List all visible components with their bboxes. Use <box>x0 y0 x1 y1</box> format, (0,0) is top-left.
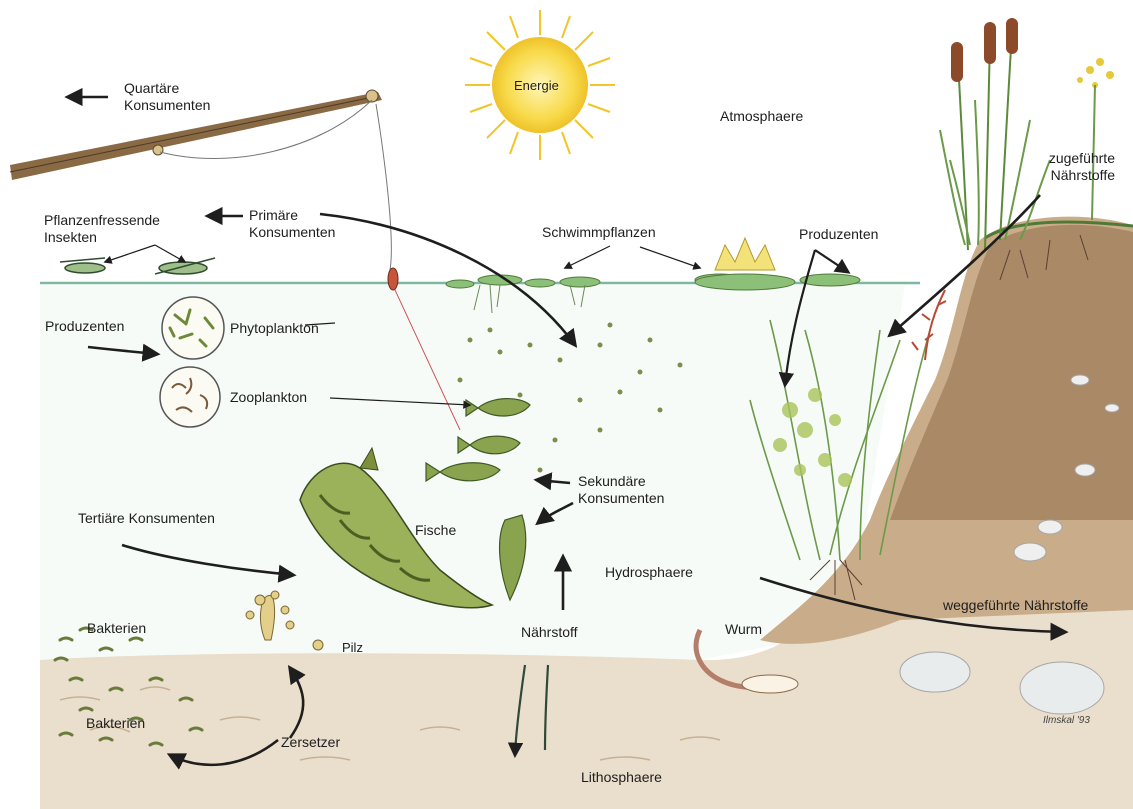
label-tertiaere-konsumenten: Tertiäre Konsumenten <box>78 510 215 527</box>
label-produzenten-top: Produzenten <box>799 226 878 243</box>
label-zersetzer: Zersetzer <box>281 734 340 751</box>
label-weggefuehrte-naehrstoffe: weggeführte Nährstoffe <box>943 597 1088 614</box>
label-bakterien-top: Bakterien <box>87 620 146 637</box>
water-lily-icon <box>695 238 795 290</box>
label-lithosphaere: Lithosphaere <box>581 769 662 786</box>
label-sekundaere-konsumenten: Sekundäre Konsumenten <box>578 473 688 507</box>
pebble <box>1020 662 1104 714</box>
label-wurm: Wurm <box>725 621 762 638</box>
pebble <box>1071 375 1089 385</box>
label-pilz: Pilz <box>342 639 363 656</box>
cattail-reeds-icon <box>940 18 1050 250</box>
pebble <box>1014 543 1046 561</box>
pebble <box>1038 520 1062 534</box>
label-schwimmpflanzen: Schwimmpflanzen <box>542 224 656 241</box>
label-naehrstoff: Nährstoff <box>521 624 578 641</box>
insect-icon <box>60 258 215 274</box>
pebble <box>1105 404 1119 412</box>
label-atmosphaere: Atmosphaere <box>720 108 803 125</box>
label-energie: Energie <box>514 77 559 94</box>
label-zugefuehrte-naehrstoffe: zugeführte Nährstoffe <box>1020 150 1115 184</box>
zooplankton-icon <box>160 367 220 427</box>
pointer-schwimmpflanzen-right <box>640 247 700 268</box>
flowering-plant-icon <box>1077 58 1114 220</box>
label-bakterien-bottom: Bakterien <box>86 715 145 732</box>
label-zooplankton: Zooplankton <box>230 389 307 406</box>
label-fische: Fische <box>415 522 456 539</box>
label-phytoplankton: Phytoplankton <box>230 320 319 337</box>
pointer-schwimmpflanzen-left <box>565 246 610 268</box>
soil-shading <box>890 225 1133 520</box>
artist-signature: Ilmskal '93 <box>1043 712 1090 729</box>
label-quartaere-konsumenten: Quartäre Konsumenten <box>124 80 234 114</box>
insect-pointer-lines <box>105 245 185 262</box>
pebble <box>1075 464 1095 476</box>
pebble <box>900 652 970 692</box>
label-hydrosphaere: Hydrosphaere <box>605 564 693 581</box>
label-produzenten-left: Produzenten <box>45 318 124 335</box>
label-primaere-konsumenten: Primäre Konsumenten <box>249 207 359 241</box>
label-pflanzenfressende-insekten: Pflanzenfressende Insekten <box>44 212 214 246</box>
